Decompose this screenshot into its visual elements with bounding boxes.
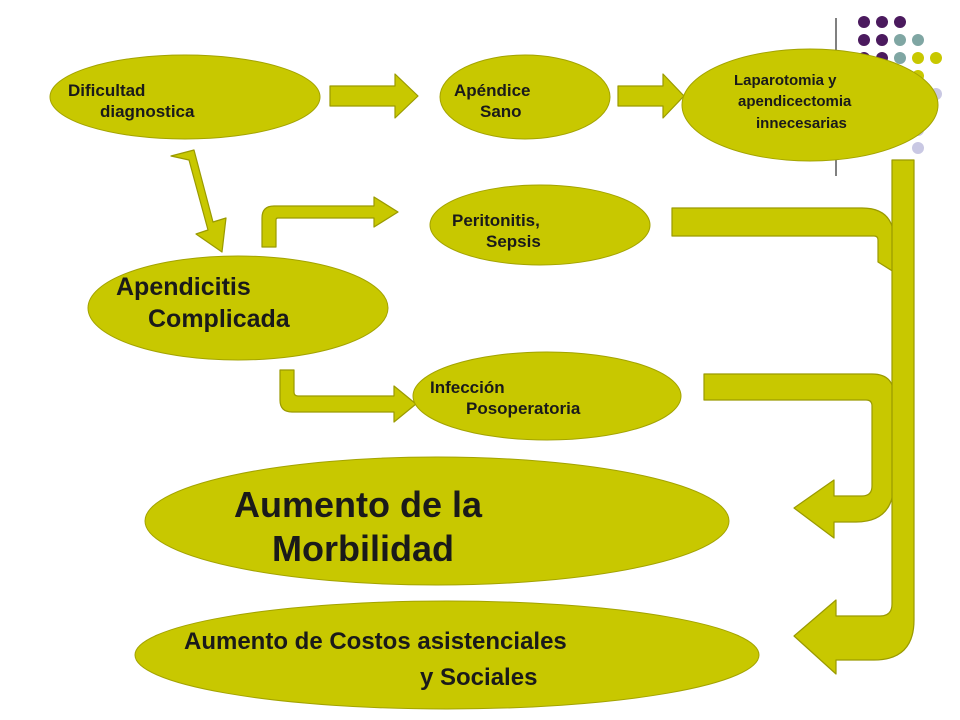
label-apendice: Apéndice Sano bbox=[454, 80, 531, 123]
arrow-dificultad-to-apendice bbox=[329, 73, 419, 119]
decorative-dot bbox=[876, 16, 888, 28]
label-morbilidad-line1: Aumento de la bbox=[234, 484, 483, 525]
decorative-dot bbox=[912, 34, 924, 46]
arrow-dificultad-to-apendicitis bbox=[170, 149, 227, 253]
label-dificultad-line2: diagnostica bbox=[100, 102, 195, 122]
label-costos-line1: Aumento de Costos asistenciales bbox=[184, 628, 567, 655]
node-apendicitis bbox=[87, 255, 389, 361]
label-infeccion-line2: Posoperatoria bbox=[466, 399, 581, 419]
label-dificultad: Dificultad diagnostica bbox=[68, 80, 194, 123]
label-infeccion-line1: Infección bbox=[430, 378, 505, 397]
arrow-apendicitis-to-infeccion bbox=[279, 369, 417, 423]
label-peritonitis: Peritonitis, Sepsis bbox=[452, 210, 541, 253]
decorative-dot bbox=[894, 52, 906, 64]
label-apendice-line2: Sano bbox=[480, 102, 522, 122]
label-apendicitis-line1: Apendicitis bbox=[116, 273, 251, 301]
label-morbilidad: Aumento de la Morbilidad bbox=[234, 483, 482, 571]
node-peritonitis bbox=[429, 184, 651, 266]
decorative-dot bbox=[858, 34, 870, 46]
decorative-dot bbox=[912, 52, 924, 64]
label-apendicitis-line2: Complicada bbox=[148, 305, 290, 333]
node-dificultad bbox=[49, 54, 321, 140]
node-costos bbox=[134, 600, 760, 710]
decorative-dot bbox=[894, 34, 906, 46]
arrow-apendicitis-to-peritonitis bbox=[261, 196, 399, 248]
label-laparotomia-line1: Laparotomia y bbox=[734, 72, 837, 89]
label-laparotomia: Laparotomia y apendicectomia innecesaria… bbox=[734, 70, 851, 134]
node-apendice bbox=[439, 54, 611, 140]
arrow-laparotomia-to-costos bbox=[793, 159, 915, 675]
arrow-infeccion-to-morbilidad bbox=[703, 373, 895, 539]
label-costos-line2: y Sociales bbox=[420, 664, 538, 691]
label-laparotomia-line2: apendicectomia bbox=[738, 93, 852, 111]
decorative-dot bbox=[912, 142, 924, 154]
node-morbilidad bbox=[144, 456, 730, 586]
decorative-dot bbox=[894, 16, 906, 28]
label-laparotomia-line3: innecesarias bbox=[756, 114, 847, 132]
node-infeccion bbox=[412, 351, 682, 441]
label-apendicitis: Apendicitis Complicada bbox=[116, 271, 290, 335]
label-peritonitis-line2: Sepsis bbox=[486, 232, 541, 252]
label-peritonitis-line1: Peritonitis, bbox=[452, 211, 540, 230]
decorative-dot bbox=[930, 52, 942, 64]
label-infeccion: Infección Posoperatoria bbox=[430, 377, 580, 420]
label-apendice-line1: Apéndice bbox=[454, 81, 531, 100]
arrow-apendice-to-laparotomia bbox=[617, 73, 685, 119]
label-dificultad-line1: Dificultad bbox=[68, 81, 146, 100]
node-laparotomia bbox=[681, 48, 939, 162]
decorative-dot bbox=[876, 34, 888, 46]
label-costos: Aumento de Costos asistenciales y Social… bbox=[184, 624, 567, 696]
decorative-dot bbox=[858, 16, 870, 28]
arrow-peritonitis-curve bbox=[671, 207, 895, 273]
label-morbilidad-line2: Morbilidad bbox=[272, 527, 454, 569]
